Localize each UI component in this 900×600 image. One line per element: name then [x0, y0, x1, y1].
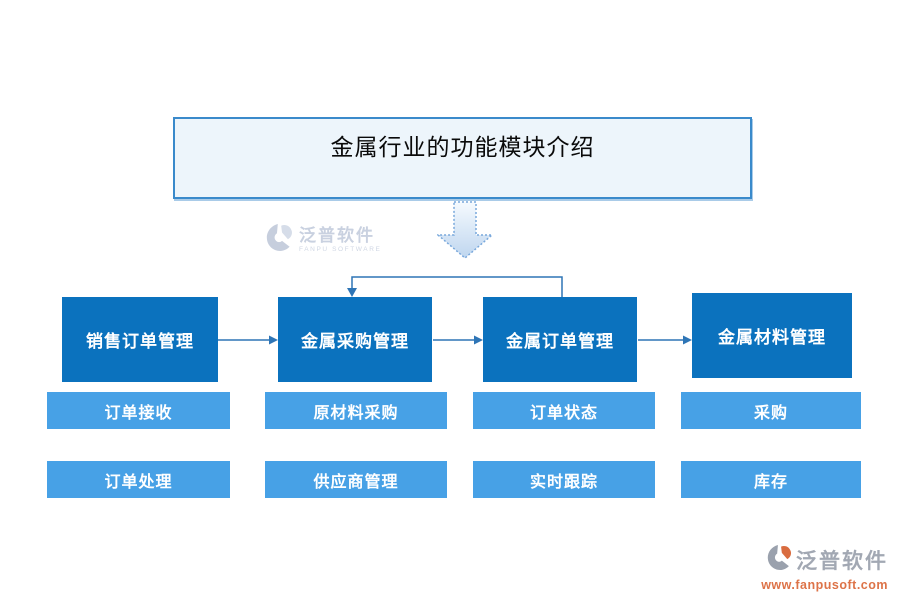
watermark-subtitle: FANPU SOFTWARE: [299, 245, 382, 253]
footer-logo: 泛普软件 www.fanpusoft.com: [761, 543, 888, 592]
footer-logo-name: 泛普软件: [796, 550, 888, 573]
fanpu-logo-icon: [266, 222, 293, 258]
submodule-raw-material-purchasing: 原材料采购: [265, 392, 447, 429]
watermark-name: 泛普软件: [299, 225, 375, 245]
module-box-metal-materials-management: 金属材料管理: [692, 293, 852, 378]
module-box-metal-purchasing-management: 金属采购管理: [278, 297, 432, 382]
fanpu-logo-icon: [767, 543, 792, 577]
submodule-supplier-management: 供应商管理: [265, 461, 447, 498]
submodule-inventory: 库存: [681, 461, 861, 498]
footer-logo-url: www.fanpusoft.com: [761, 578, 888, 592]
page-title: 金属行业的功能模块介绍: [330, 135, 595, 160]
title-box: 金属行业的功能模块介绍: [173, 117, 752, 199]
down-arrow-icon: [435, 201, 495, 264]
module-box-metal-order-management: 金属订单管理: [483, 297, 637, 382]
submodule-order-receiving: 订单接收: [47, 392, 230, 429]
submodule-order-status: 订单状态: [473, 392, 655, 429]
submodule-purchasing: 采购: [681, 392, 861, 429]
watermark: 泛普软件 FANPU SOFTWARE: [266, 222, 381, 258]
submodule-order-processing: 订单处理: [47, 461, 230, 498]
module-box-sales-order-management: 销售订单管理: [62, 297, 218, 382]
submodule-real-time-tracking: 实时跟踪: [473, 461, 655, 498]
